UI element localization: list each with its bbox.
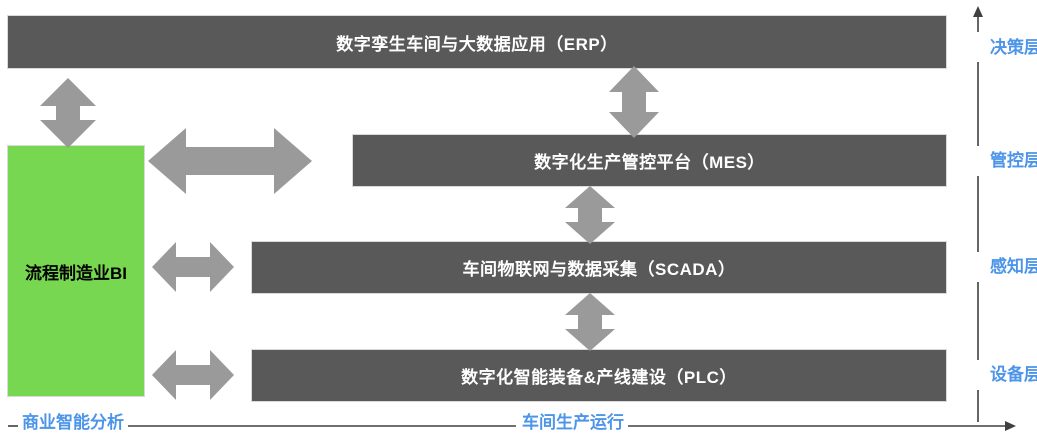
layer-label-decision-text: 决策层 <box>990 38 1037 57</box>
bi-box[interactable]: 流程制造业BI <box>8 146 144 396</box>
horizontal-axis-arrow-icon <box>0 414 1020 438</box>
layer-label-control: 管控层 <box>990 146 1037 171</box>
double-arrow-mes-scada-icon <box>563 186 617 244</box>
layer-label-decision: 决策层 <box>990 33 1037 58</box>
layer-label-device: 设备层 <box>990 360 1037 385</box>
layer-bar-erp-label: 数字孪生车间与大数据应用（ERP） <box>336 34 618 54</box>
double-arrow-scada-plc-icon <box>563 293 617 351</box>
layer-label-sense-text: 感知层 <box>990 257 1037 276</box>
layer-bar-plc[interactable]: 数字化智能装备&产线建设（PLC） <box>252 350 946 401</box>
layer-label-control-text: 管控层 <box>990 151 1037 170</box>
bi-box-label: 流程制造业BI <box>25 263 127 283</box>
double-arrow-erp-mes-icon <box>607 66 661 138</box>
bottom-label-bi: 商业智能分析 <box>18 408 128 433</box>
layer-bar-erp[interactable]: 数字孪生车间与大数据应用（ERP） <box>8 16 946 68</box>
layer-bar-mes-label: 数字化生产管控平台（MES） <box>534 153 765 172</box>
double-arrow-bi-plc-icon <box>152 350 234 400</box>
layer-bar-plc-label: 数字化智能装备&产线建设（PLC） <box>461 368 737 387</box>
layer-bar-scada[interactable]: 车间物联网与数据采集（SCADA） <box>252 242 946 293</box>
bottom-label-workshop-text: 车间生产运行 <box>522 413 624 432</box>
layer-label-sense: 感知层 <box>990 252 1037 277</box>
double-arrow-bi-scada-icon <box>152 242 234 292</box>
layer-label-device-text: 设备层 <box>990 365 1037 384</box>
double-arrow-horizontal-large-icon <box>148 128 312 194</box>
bottom-label-bi-text: 商业智能分析 <box>22 413 124 432</box>
vertical-axis-arrow-icon <box>970 6 986 424</box>
layer-bar-mes[interactable]: 数字化生产管控平台（MES） <box>353 135 946 186</box>
double-arrow-vertical-icon <box>38 78 98 148</box>
bottom-label-workshop: 车间生产运行 <box>518 408 628 433</box>
layer-bar-scada-label: 车间物联网与数据采集（SCADA） <box>462 260 736 279</box>
